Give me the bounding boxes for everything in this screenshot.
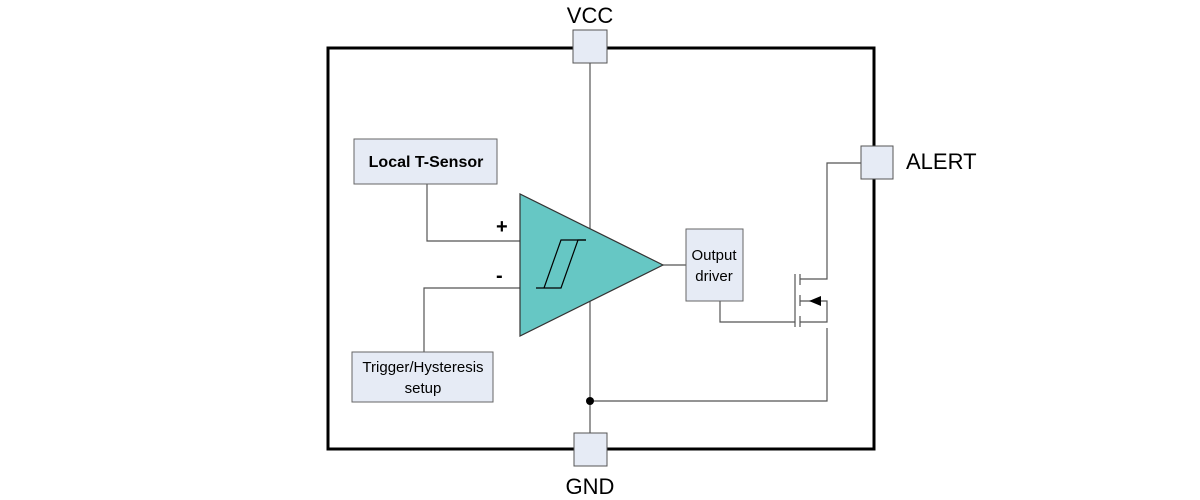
plus-sign: + [496, 216, 508, 238]
alert-label: ALERT [906, 149, 977, 174]
vcc-pin [572, 29, 608, 64]
local-sensor-block [353, 138, 498, 185]
trigger-to-minus-wire [423, 287, 520, 352]
hysteresis-icon [536, 239, 586, 289]
gnd-label: GND [566, 474, 615, 499]
driver-to-gate-wire [719, 301, 795, 323]
trigger-setup-label-line2: setup [405, 380, 442, 397]
ground-junction-dot [586, 397, 594, 405]
output-driver-block [685, 228, 744, 302]
trigger-setup-block [351, 351, 494, 403]
comparator-triangle [519, 193, 665, 337]
vcc-label: VCC [567, 3, 614, 28]
output-driver-label-line2: driver [695, 268, 733, 285]
ground-return-wire [590, 328, 828, 402]
local-sensor-label: Local T-Sensor [369, 154, 484, 171]
alert-pin [860, 145, 894, 180]
trigger-setup-label-line1: Trigger/Hysteresis [362, 359, 483, 376]
gnd-pin [573, 432, 608, 467]
mosfet-transistor [794, 162, 861, 327]
minus-sign: - [496, 265, 503, 287]
sensor-to-plus-wire [426, 184, 520, 242]
output-driver-label-line1: Output [691, 247, 737, 264]
mosfet-arrow-icon [809, 296, 821, 306]
